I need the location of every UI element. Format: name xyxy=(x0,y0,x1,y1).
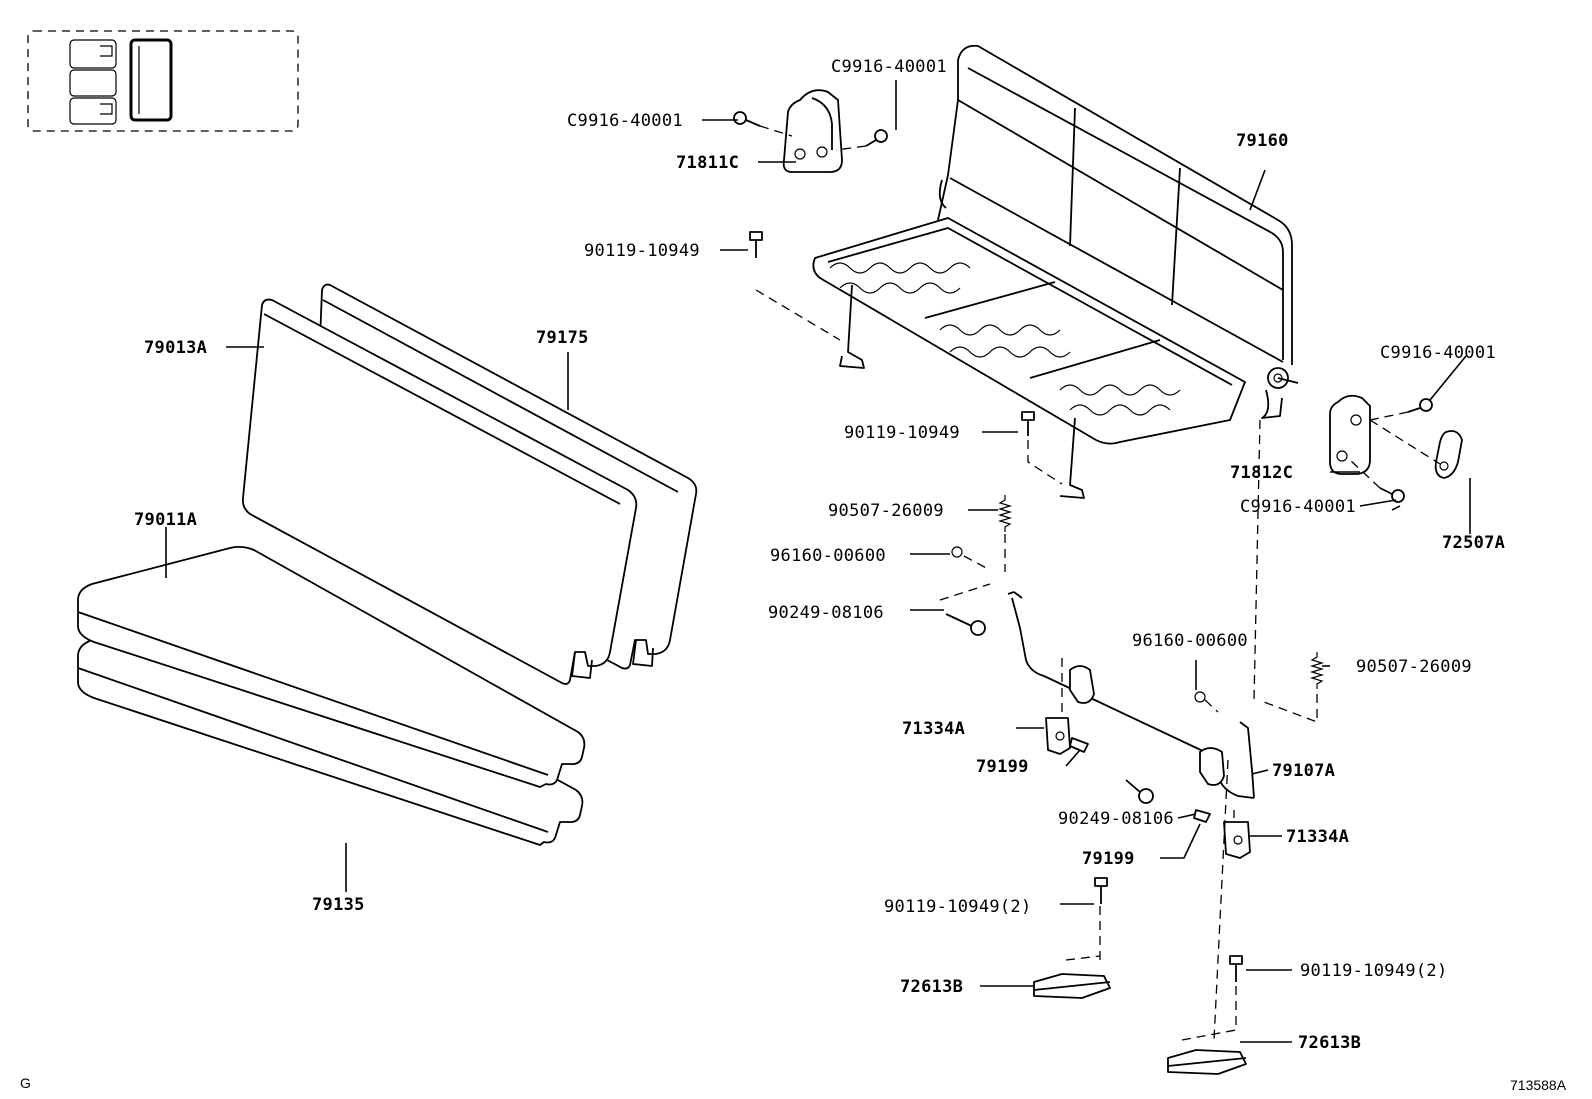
label-79107a: 79107A xyxy=(1272,761,1335,781)
bumper-71334a-a xyxy=(1045,717,1071,755)
label-90119-d: 90119-10949(2) xyxy=(1300,961,1448,981)
assembly-guides xyxy=(755,125,1441,1041)
label-79199-a: 79199 xyxy=(976,757,1029,777)
seat-cushion-79011a xyxy=(77,545,586,788)
label-71811c: 71811C xyxy=(676,153,739,173)
label-90507-a: 90507-26009 xyxy=(828,501,944,521)
leader-lines xyxy=(165,80,1471,1043)
latch-rod-79107a xyxy=(1007,591,1255,799)
label-71334a-b: 71334A xyxy=(1286,827,1349,847)
label-90119-a: 90119-10949 xyxy=(584,241,700,261)
bracket-72613b-a xyxy=(1033,973,1111,999)
hinge-cover-71811c xyxy=(782,89,843,173)
seat-position-inset xyxy=(27,30,299,132)
pin-90249-b xyxy=(1125,779,1154,804)
pin-90249-a xyxy=(945,613,986,636)
label-79011a: 79011A xyxy=(134,510,197,530)
clip-79199-a xyxy=(1069,737,1089,753)
seatback-cushion-79013a xyxy=(241,298,654,685)
clip-79199-b xyxy=(1193,809,1211,823)
label-79199-b: 79199 xyxy=(1082,849,1135,869)
screw-c9916-left xyxy=(733,111,761,127)
spring-90507-a xyxy=(997,495,1013,532)
screw-c9916-top xyxy=(865,129,888,147)
label-72613b-a: 72613B xyxy=(900,977,963,997)
label-79013a: 79013A xyxy=(144,338,207,358)
seat-frame-79160 xyxy=(812,44,1299,499)
label-79135: 79135 xyxy=(312,895,365,915)
label-72507a: 72507A xyxy=(1442,533,1505,553)
label-90249-a: 90249-08106 xyxy=(768,603,884,623)
label-72613b-b: 72613B xyxy=(1298,1033,1361,1053)
screw-c9916-right-bottom xyxy=(1379,487,1405,503)
bumper-71334a-b xyxy=(1223,821,1251,859)
label-c9916-right-top: C9916-40001 xyxy=(1380,343,1496,363)
clip-96160-b xyxy=(1194,691,1206,703)
label-96160-b: 96160-00600 xyxy=(1132,631,1248,651)
bolt-90119-c xyxy=(1094,877,1108,904)
label-90249-b: 90249-08106 xyxy=(1058,809,1174,829)
footer-diagram-id: 713588A xyxy=(1510,1077,1567,1093)
hinge-cover-71812c xyxy=(1329,394,1371,475)
label-79160: 79160 xyxy=(1236,131,1289,151)
label-c9916-top: C9916-40001 xyxy=(831,57,947,77)
label-90119-c: 90119-10949(2) xyxy=(884,897,1032,917)
bolt-90119-b xyxy=(1021,411,1035,436)
label-71334a-a: 71334A xyxy=(902,719,965,739)
clip-96160-a xyxy=(951,546,963,558)
knob-72507a xyxy=(1434,430,1463,479)
label-90507-b: 90507-26009 xyxy=(1356,657,1472,677)
bolt-90119-d xyxy=(1229,955,1243,982)
label-79175: 79175 xyxy=(536,328,589,348)
bracket-72613b-b xyxy=(1167,1049,1247,1075)
label-c9916-right-bottom: C9916-40001 xyxy=(1240,497,1356,517)
label-c9916-left: C9916-40001 xyxy=(567,111,683,131)
label-90119-b: 90119-10949 xyxy=(844,423,960,443)
label-71812c: 71812C xyxy=(1230,463,1293,483)
footer-left-code: G xyxy=(20,1075,31,1091)
screw-c9916-right-top xyxy=(1407,398,1433,413)
spring-90507-b xyxy=(1309,652,1325,689)
label-96160-a: 96160-00600 xyxy=(770,546,886,566)
bolt-90119-a xyxy=(749,231,763,258)
